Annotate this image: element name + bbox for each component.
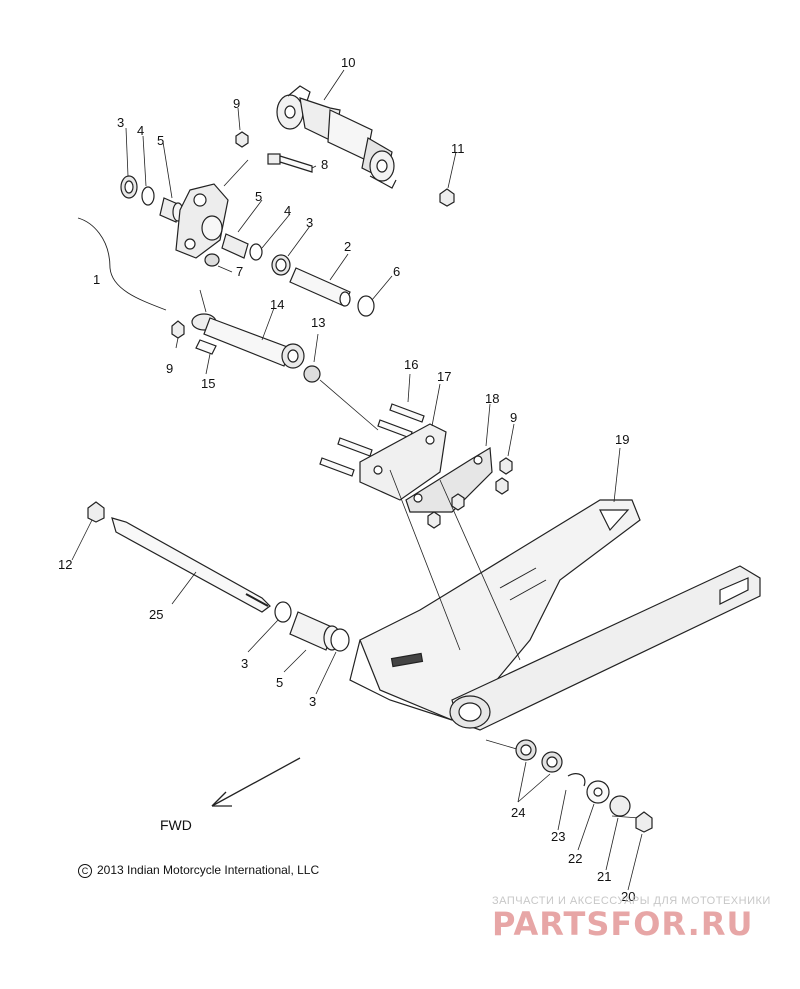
axle-25-drawing (87, 501, 271, 613)
bushing-stack-left-drawing (120, 175, 184, 223)
nut-9-top-drawing (235, 131, 249, 148)
part-label-15: 15 (201, 376, 216, 391)
part-label-5c: 5 (276, 675, 284, 690)
copyright-text: 2013 Indian Motorcycle International, LL… (97, 863, 320, 877)
part-label-13: 13 (311, 315, 326, 330)
part-label-22: 22 (568, 851, 583, 866)
bolt-15-drawing (195, 339, 217, 355)
link-14-drawing (191, 313, 305, 369)
part-label-6: 6 (393, 264, 401, 279)
part-label-4b: 4 (284, 203, 292, 218)
part-label-3c: 3 (241, 656, 249, 671)
part-label-19: 19 (615, 432, 630, 447)
clip-6-drawing (357, 295, 375, 317)
bushing-stack-right-drawing (221, 233, 291, 276)
part-label-20: 20 (621, 889, 636, 904)
part-label-25: 25 (149, 607, 164, 622)
swingarm-drawing (349, 499, 761, 731)
part-label-7: 7 (236, 264, 244, 279)
bolts-16-drawing (319, 403, 425, 477)
pivot-hardware-drawing (515, 739, 653, 833)
watermark-tagline: ЗАПЧАСТИ И АКСЕССУАРЫ ДЛЯ МОТОТЕХНИКИ (492, 895, 771, 907)
part-label-9b: 9 (166, 361, 174, 376)
nut-13-drawing (303, 365, 321, 383)
part-label-18: 18 (485, 391, 500, 406)
part-label-3: 3 (117, 115, 125, 130)
bolt-8-drawing (267, 153, 313, 173)
bracket-17-drawing (359, 423, 447, 501)
forward-direction-label: FWD (160, 817, 192, 833)
part-label-9c: 9 (510, 410, 518, 425)
leader-lines (71, 69, 643, 891)
forward-arrow-drawing (211, 757, 301, 807)
part-label-2: 2 (344, 239, 352, 254)
part-label-8: 8 (321, 157, 329, 172)
copyright-notice: C 2013 Indian Motorcycle International, L… (78, 863, 319, 878)
shock-absorber-drawing (276, 85, 397, 189)
part-label-1: 1 (93, 272, 101, 287)
part-label-14: 14 (270, 297, 285, 312)
copyright-symbol: C (78, 863, 92, 878)
part-label-17: 17 (437, 369, 452, 384)
part-label-4: 4 (137, 123, 145, 138)
rocker-bracket-drawing (175, 183, 229, 267)
nut-11-drawing (439, 188, 455, 207)
part-label-12: 12 (58, 557, 73, 572)
part-label-5b: 5 (255, 189, 263, 204)
part-label-3b: 3 (306, 215, 314, 230)
bracket-18-drawing (405, 446, 493, 513)
part-label-23: 23 (551, 829, 566, 844)
bushing-stack-lower-drawing (274, 601, 350, 652)
part-label-10: 10 (341, 55, 356, 70)
part-label-3d: 3 (309, 694, 317, 709)
part-label-11: 11 (451, 141, 465, 156)
part-label-5: 5 (157, 133, 165, 148)
construction-lines (199, 159, 641, 819)
watermark-logo: PARTSFOR.RU (492, 905, 754, 943)
part-label-21: 21 (597, 869, 612, 884)
part-label-9: 9 (233, 96, 241, 111)
part-label-16: 16 (404, 357, 419, 372)
part-label-24: 24 (511, 805, 526, 820)
